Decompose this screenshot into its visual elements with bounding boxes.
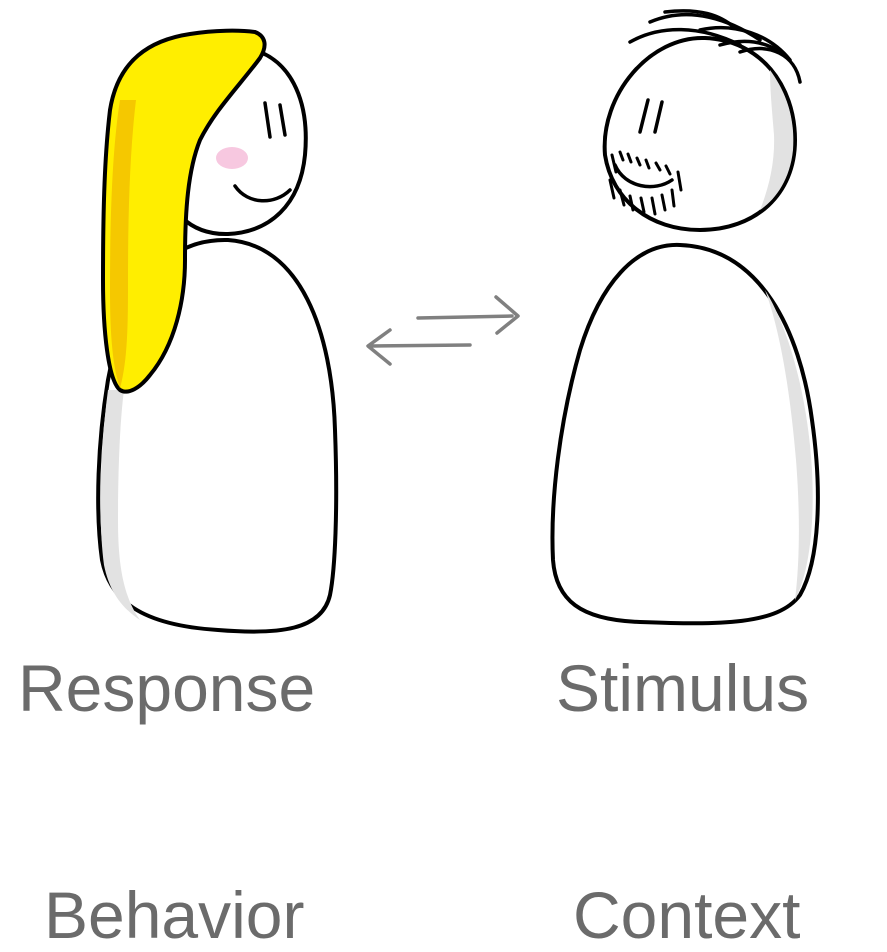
stimulus-smile <box>613 163 674 189</box>
arrow-right <box>416 295 520 335</box>
bidirectional-arrows-icon <box>366 295 520 366</box>
stimulus-body <box>550 242 820 626</box>
response-cheek <box>216 147 248 169</box>
stimulus-head <box>602 35 798 233</box>
response-eye-right <box>278 103 287 137</box>
stimulus-body-shade <box>765 290 813 600</box>
behavior-label: Behavior <box>44 878 305 952</box>
response-smile <box>233 184 292 203</box>
stimulus-beard <box>608 150 683 216</box>
stimulus-figure <box>550 9 820 626</box>
context-label: Context <box>573 878 801 952</box>
stimulus-eye-right <box>653 100 664 134</box>
response-hair <box>100 28 267 394</box>
stimulus-label: Stimulus <box>556 651 810 725</box>
response-hair-shade <box>110 100 136 388</box>
arrow-left <box>366 328 472 366</box>
response-eye-left <box>263 101 272 139</box>
stimulus-head-shade <box>760 70 794 210</box>
response-body-shade <box>100 390 140 620</box>
stimulus-eye-left <box>638 98 650 134</box>
response-label: Response <box>18 651 316 725</box>
stimulus-hair <box>628 9 802 84</box>
response-figure <box>96 28 339 634</box>
